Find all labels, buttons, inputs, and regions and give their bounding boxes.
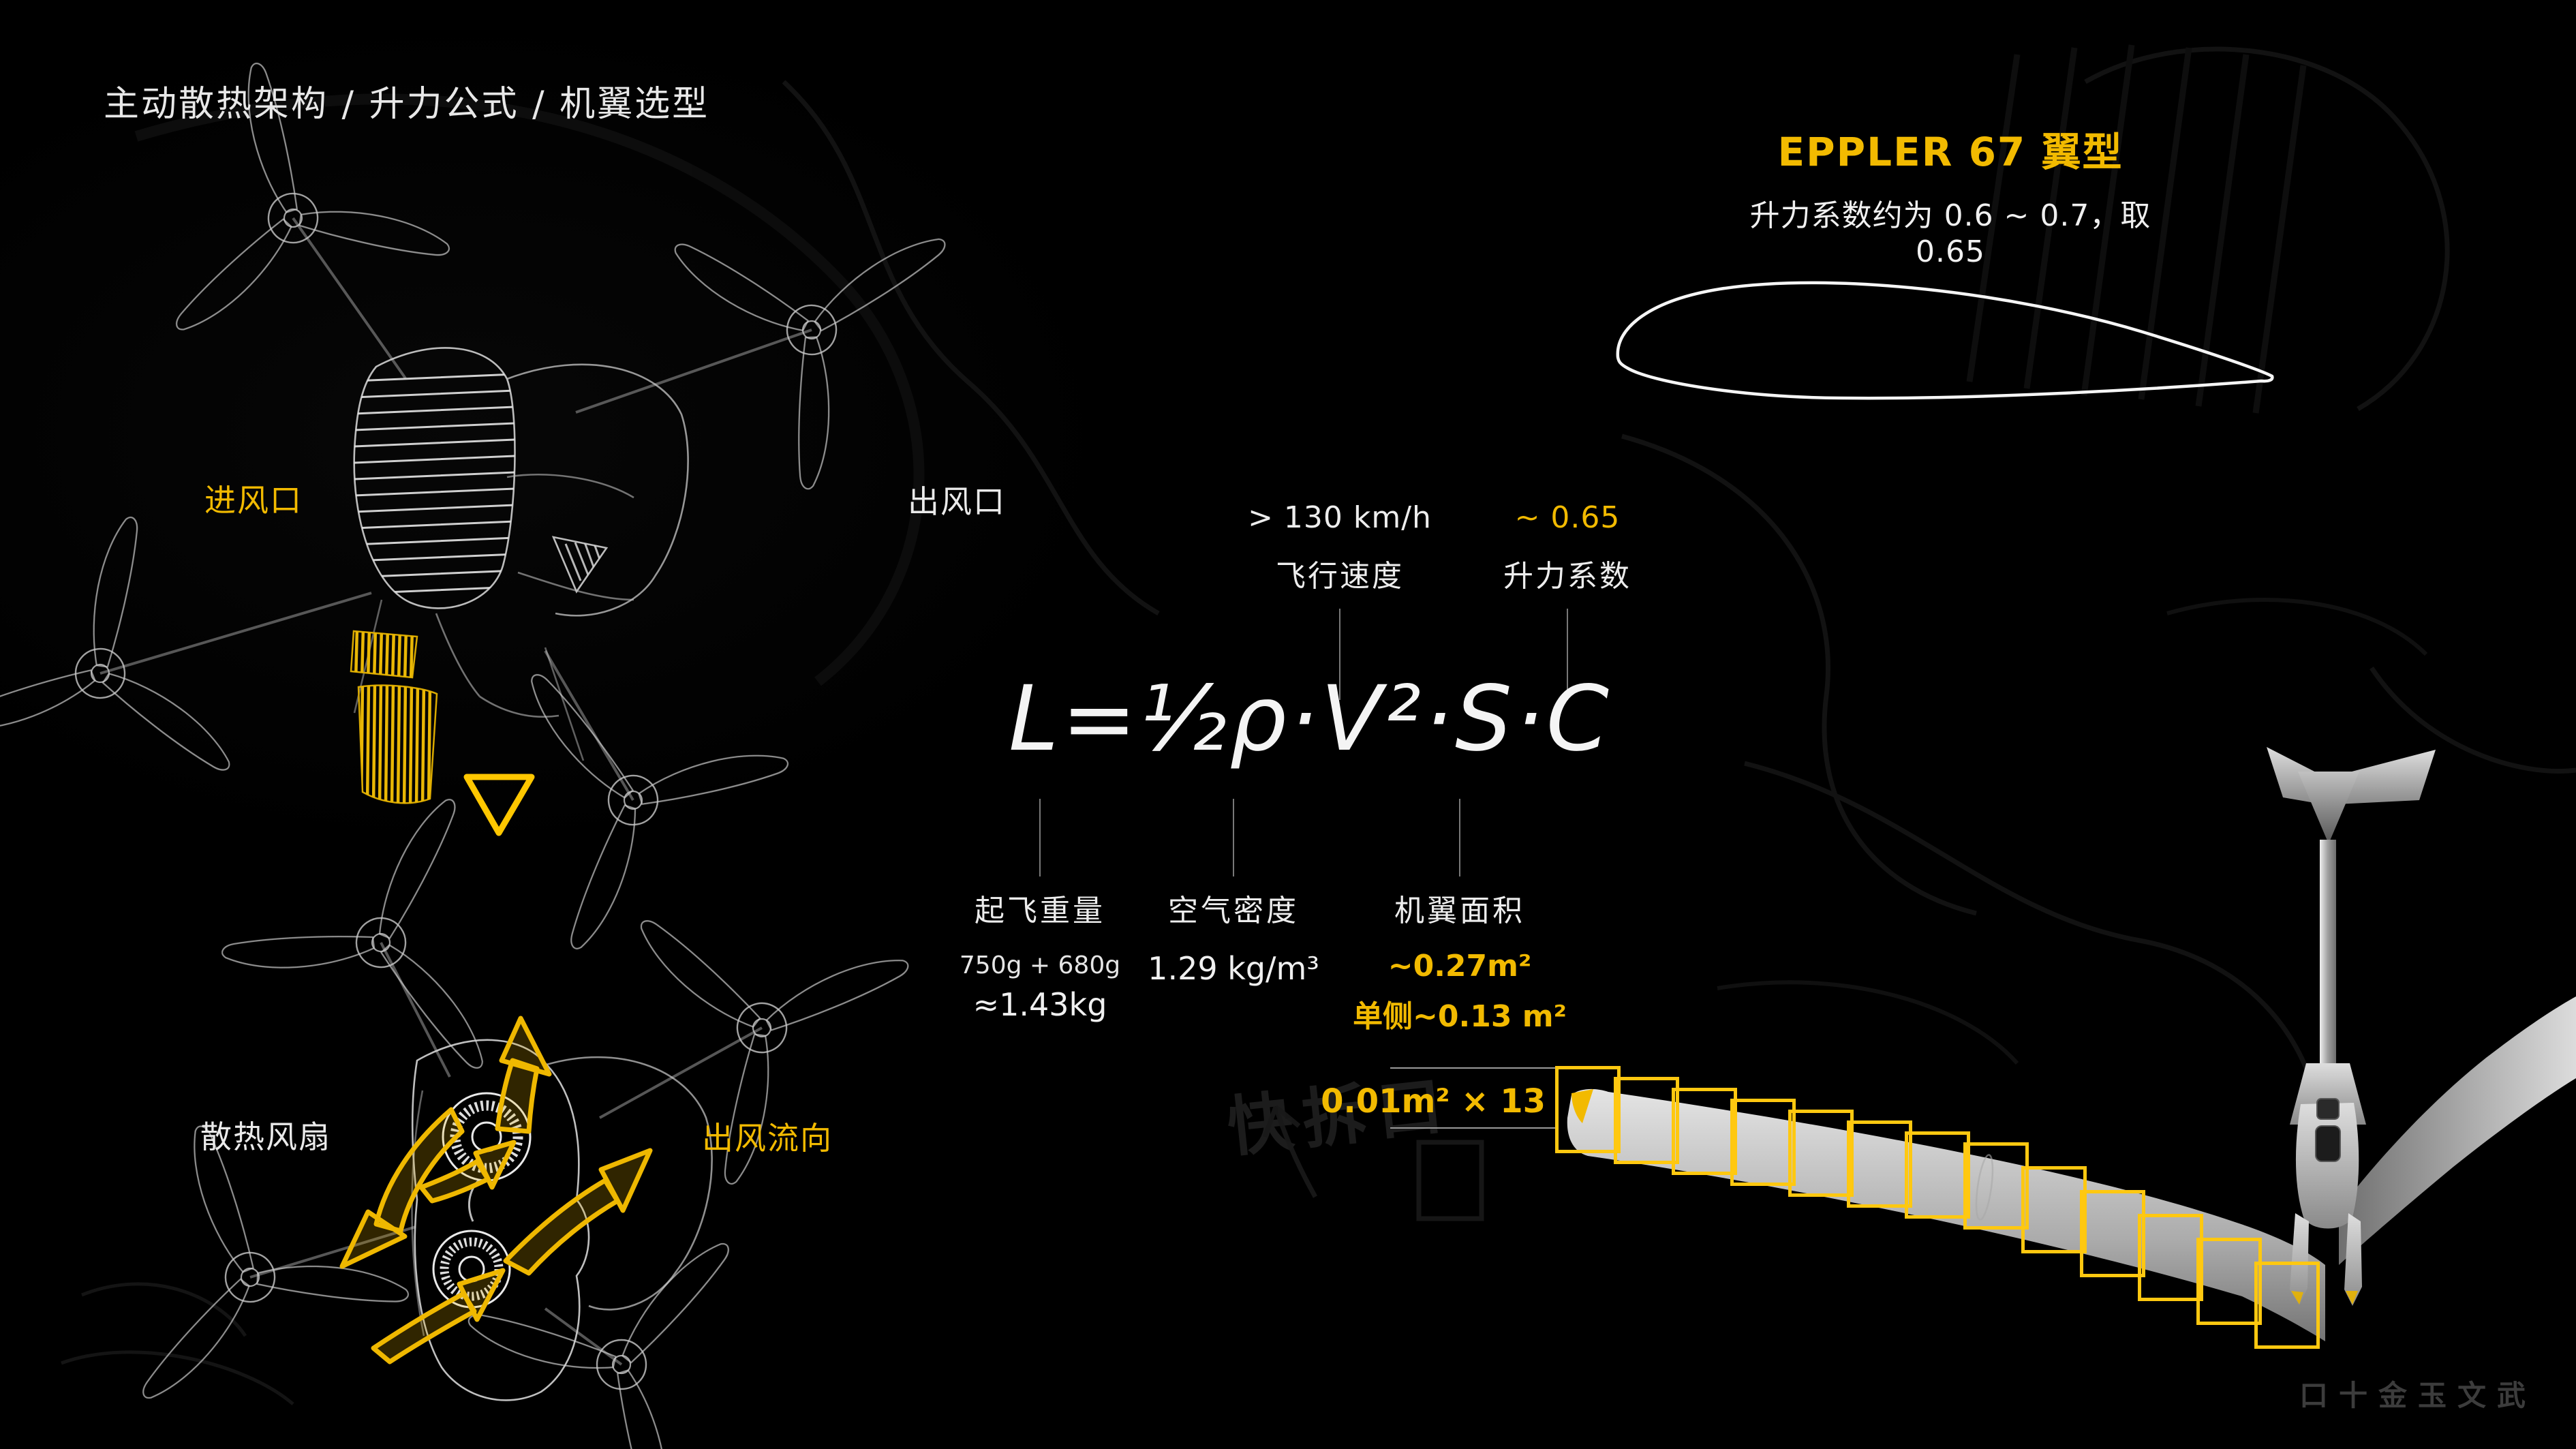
coefficient-value: ~ 0.65 bbox=[1514, 500, 1621, 535]
wing-area-square bbox=[1730, 1099, 1796, 1186]
arrow-up bbox=[495, 1058, 540, 1134]
air-density-label: 空气密度 bbox=[1167, 894, 1299, 928]
airflow-arrows bbox=[339, 1016, 653, 1364]
wing-area-square bbox=[2079, 1190, 2145, 1277]
formula-term-air-density: 空气密度 1.29 kg/m³ bbox=[1148, 886, 1319, 987]
bracket-line-bottom bbox=[1390, 1127, 1555, 1129]
wing-area-label: 机翼面积 bbox=[1394, 894, 1525, 928]
arrow-intake-head bbox=[339, 1209, 408, 1269]
fixed-wing-aircraft-render bbox=[1567, 747, 2576, 1341]
drone-bottom-illustration bbox=[129, 779, 962, 1449]
camera-module bbox=[2315, 1125, 2341, 1162]
wing-area-square bbox=[2196, 1238, 2262, 1325]
down-triangle-indicator bbox=[463, 774, 535, 836]
arrow-up-head bbox=[499, 1016, 552, 1077]
page-title: 主动散热架构 / 升力公式 / 机翼选型 bbox=[104, 84, 710, 125]
wing-area-square bbox=[1613, 1077, 1679, 1164]
arrow-mid-head bbox=[473, 1140, 517, 1190]
wing-area-unit-label: 0.01m² × 13 bbox=[1321, 1082, 1546, 1120]
label-air-inlet: 进风口 bbox=[204, 482, 303, 519]
wingtip-accent bbox=[1571, 1089, 1593, 1123]
air-density-value: 1.29 kg/m³ bbox=[1148, 950, 1319, 987]
wing-area-square bbox=[1846, 1120, 1912, 1208]
aircraft-left-wing bbox=[1567, 1088, 2325, 1341]
connector-line-density bbox=[1233, 799, 1234, 876]
wing-area-total: ~0.27m² bbox=[1387, 949, 1532, 983]
drone-top-illustration bbox=[0, 50, 1022, 960]
connector-line-speed bbox=[1339, 609, 1340, 700]
inlet-vent-highlight bbox=[350, 630, 438, 804]
coefficient-label: 升力系数 bbox=[1503, 559, 1631, 594]
wing-joint-seam bbox=[1975, 1154, 1994, 1221]
wing-area-square bbox=[2021, 1166, 2087, 1253]
wing-area-square bbox=[1555, 1066, 1621, 1153]
wing-area-square bbox=[1788, 1110, 1854, 1197]
wing-area-square bbox=[2254, 1262, 2320, 1349]
formula-term-takeoff-weight: 起飞重量 750g + 680g ≈1.43kg bbox=[960, 886, 1120, 1023]
speed-label: 飞行速度 bbox=[1276, 559, 1404, 594]
connector-line-wing-area bbox=[1459, 799, 1460, 876]
arrow-right-head bbox=[598, 1148, 653, 1213]
background-sketch-lines bbox=[61, 44, 2576, 1405]
wing-area-square bbox=[1672, 1088, 1737, 1175]
takeoff-weight-total: ≈1.43kg bbox=[972, 986, 1107, 1023]
label-cooling-fan: 散热风扇 bbox=[200, 1118, 331, 1155]
arrow-bottom-head bbox=[457, 1268, 506, 1322]
connector-line-weight bbox=[1039, 799, 1041, 876]
fuselage-pod bbox=[2295, 1103, 2359, 1229]
takeoff-weight-detail: 750g + 680g bbox=[959, 951, 1121, 979]
connector-line-coefficient bbox=[1567, 609, 1568, 700]
formula-term-coefficient: ~ 0.65 升力系数 bbox=[1503, 500, 1631, 595]
tail-boom bbox=[2320, 840, 2336, 1086]
airfoil-profile-outline bbox=[1616, 281, 2274, 400]
takeoff-weight-label: 起飞重量 bbox=[975, 894, 1105, 928]
wing-area-square bbox=[1963, 1142, 2029, 1230]
label-air-outlet: 出风口 bbox=[908, 483, 1006, 520]
bracket-line-top bbox=[1390, 1067, 1555, 1069]
landing-fork-left bbox=[2290, 1213, 2309, 1306]
airfoil-callout: EPPLER 67 翼型 升力系数约为 0.6 ~ 0.7，取 0.65 bbox=[1730, 120, 2171, 269]
speed-value: > 130 km/h bbox=[1248, 500, 1432, 535]
formula-term-wing-area: 机翼面积 ~0.27m² 单侧~0.13 m² bbox=[1353, 886, 1567, 1035]
wing-area-square bbox=[1905, 1131, 1970, 1219]
vtail-right bbox=[2336, 750, 2436, 804]
label-outflow-direction: 出风流向 bbox=[702, 1120, 833, 1157]
aircraft-right-wing bbox=[2339, 996, 2576, 1265]
watermark: 口十金玉文武 bbox=[2299, 1379, 2537, 1412]
lift-formula: L=½ρ·V²·S·C bbox=[1009, 667, 1612, 772]
airfoil-subtitle: 升力系数约为 0.6 ~ 0.7，取 0.65 bbox=[1749, 198, 2151, 269]
vtail-center bbox=[2298, 772, 2359, 844]
wing-area-square bbox=[2138, 1214, 2203, 1301]
formula-term-speed: > 130 km/h 飞行速度 bbox=[1248, 500, 1432, 595]
landing-fork-right bbox=[2344, 1213, 2362, 1306]
airfoil-title: EPPLER 67 翼型 bbox=[1777, 129, 2123, 175]
wing-area-single-side: 单侧~0.13 m² bbox=[1353, 999, 1567, 1034]
